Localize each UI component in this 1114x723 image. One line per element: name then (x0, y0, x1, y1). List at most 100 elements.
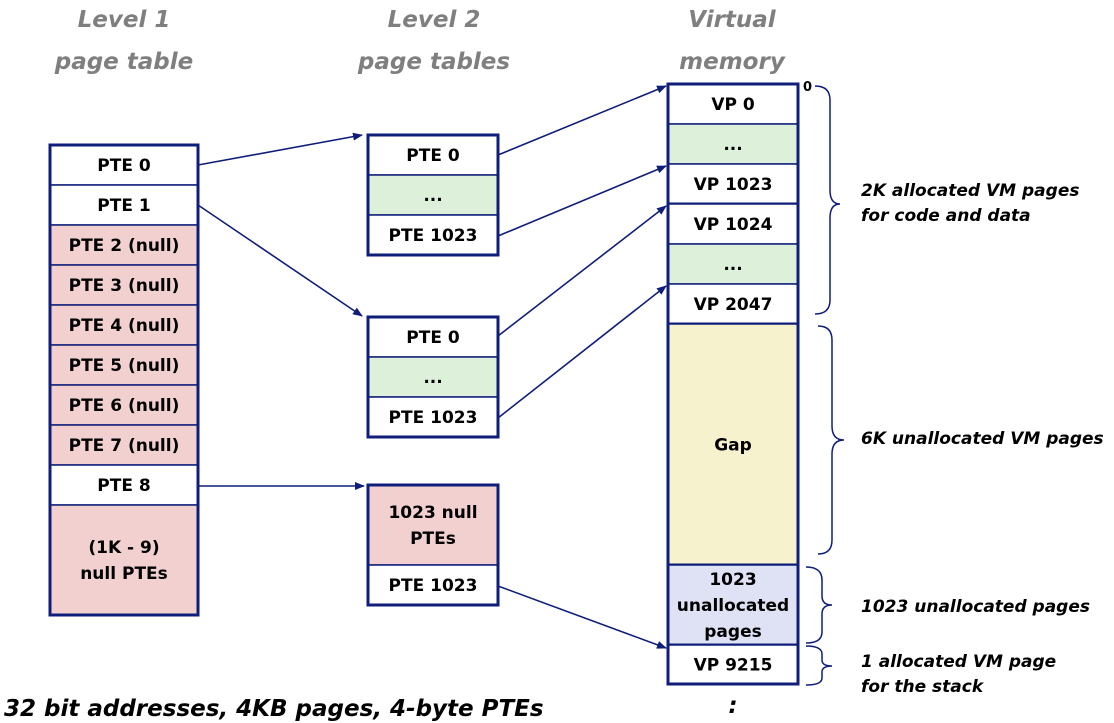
l1-row: PTE 3 (null) (49, 264, 199, 306)
vm-header-line2: memory (679, 49, 786, 75)
footer-caption: 32 bit addresses, 4KB pages, 4-byte PTEs (4, 696, 544, 722)
vm-cell-bg (667, 123, 799, 165)
arrow-l2a-pte0-to-vp0 (497, 85, 667, 156)
annotation-code-data-line1: 2K allocated VM pages (861, 181, 1079, 201)
l1-cell-bg (49, 144, 199, 186)
l2c-cell-bg (367, 484, 499, 566)
annotation-stack-line2: for the stack (861, 677, 985, 697)
level1-page-table: PTE 0 PTE 1 PTE 2 (null) PTE 3 (null) PTE 4 … (48, 143, 200, 617)
vm-cell-label: VP 1023 (694, 175, 773, 195)
vm-row: VP 1023 (667, 163, 799, 205)
vm-cell-label: ... (723, 135, 742, 155)
l1-cell-label: PTE 4 (null) (69, 316, 180, 336)
vm-continuation-icon: : (728, 693, 737, 719)
l2c-frame (366, 483, 500, 607)
vm-row: ... (667, 123, 799, 165)
arrow-l2b-pte1023-to-vp2047 (497, 285, 667, 419)
vm-cell-label: VP 0 (711, 95, 755, 115)
vm-row: VP 0 (667, 83, 799, 125)
l2c-cell-label: PTE 1023 (389, 576, 478, 596)
l1-cell-bg (49, 184, 199, 226)
l1-cell-label: null PTEs (80, 564, 168, 584)
level1-header-line2: page table (54, 49, 194, 75)
vm-cell-label: VP 9215 (694, 656, 773, 676)
annotation-code-data: 2K allocated VM pages for code and data (861, 181, 1079, 226)
level2-page-table-0: PTE 0... PTE 1023 (366, 133, 500, 257)
l1-row: PTE 6 (null) (49, 384, 199, 426)
l2a-cell-bg (367, 174, 499, 216)
brace-gap (817, 325, 845, 555)
l2b-cell-bg (367, 396, 499, 438)
vm-row: 1023 unallocated pages (667, 564, 799, 646)
l1-row: PTE 7 (null) (49, 424, 199, 466)
l2b-row: PTE 1023 (367, 396, 499, 438)
annotation-code-data-line2: for code and data (861, 206, 1031, 226)
l2b-frame (366, 315, 500, 439)
l2a-row: PTE 1023 (367, 214, 499, 256)
l1-cell-label: (1K - 9) (88, 538, 159, 558)
vm-cell-label: VP 2047 (694, 295, 773, 315)
braces (805, 85, 845, 686)
l1-cell-label: PTE 8 (97, 476, 150, 496)
l1-row: (1K - 9) null PTEs (49, 504, 199, 616)
vm-row: VP 1024 (667, 203, 799, 245)
l1-row: PTE 2 (null) (49, 224, 199, 266)
l2a-cell-label: ... (423, 186, 442, 206)
annotation-unallocated: 1023 unallocated pages (861, 597, 1090, 617)
vm-cell-bg (667, 83, 799, 125)
level2-header-line2: page tables (357, 49, 510, 75)
l2a-cell-label: PTE 0 (406, 146, 460, 166)
l1-cell-label: PTE 3 (null) (69, 276, 180, 296)
level1-header-line1: Level 1 (78, 7, 171, 33)
vm-frame (666, 82, 800, 686)
vm-header: Virtual memory (679, 7, 786, 75)
l2b-row: ... (367, 356, 499, 398)
vm-row: Gap (667, 323, 799, 566)
vm-cell-bg (667, 323, 799, 566)
arrow-l2c-pte1023-to-vp9215 (497, 585, 667, 649)
l2a-row: PTE 0 (367, 134, 499, 176)
vm-header-line1: Virtual (688, 7, 777, 33)
l1-cell-label: PTE 1 (97, 196, 150, 216)
l1-row: PTE 0 (49, 144, 199, 186)
vm-cell-label: pages (704, 622, 761, 642)
l1-row: PTE 1 (49, 184, 199, 226)
l1-row: PTE 8 (49, 464, 199, 506)
l2b-cell-label: PTE 1023 (389, 408, 478, 428)
arrow-l2a-pte1023-to-vp1023 (497, 165, 667, 237)
level2-page-table-1: PTE 0... PTE 1023 (366, 315, 500, 439)
l1-cell-bg (49, 504, 199, 616)
l2b-row: PTE 0 (367, 316, 499, 358)
l1-frame (48, 143, 200, 617)
arrow-l2b-pte0-to-vp1024 (497, 205, 667, 337)
vm-row: ... (667, 243, 799, 285)
l1-row: PTE 4 (null) (49, 304, 199, 346)
l2b-cell-label: PTE 0 (406, 328, 460, 348)
annotation-stack: 1 allocated VM page for the stack (861, 652, 1056, 697)
arrow-l1-pte1-to-l2b (197, 204, 363, 317)
l1-cell-label: PTE 0 (97, 156, 151, 176)
brace-unallocated-pages (805, 566, 833, 644)
l2c-row: PTE 1023 (367, 564, 499, 606)
l2c-cell-label: 1023 null (388, 503, 477, 523)
vm-cell-bg (667, 564, 799, 646)
l2b-cell-label: ... (423, 368, 442, 388)
vm-cell-label: Gap (714, 436, 752, 456)
vm-row: VP 2047 (667, 283, 799, 325)
arrow-l1-pte0-to-l2a (197, 132, 363, 166)
l2b-cell-bg (367, 356, 499, 398)
level1-header: Level 1 page table (54, 7, 194, 75)
vm-cell-label: unallocated (677, 596, 789, 616)
l2a-cell-label: PTE 1023 (389, 226, 478, 246)
vm-cell-label: ... (723, 255, 742, 275)
vm-row: VP 9215 (667, 644, 799, 685)
annotation-gap: 6K unallocated VM pages (861, 429, 1104, 449)
l2a-frame (366, 133, 500, 257)
l1-row: PTE 5 (null) (49, 344, 199, 386)
l2a-row: ... (367, 174, 499, 216)
vm-cell-label: 1023 (709, 570, 756, 590)
l1-cell-label: PTE 2 (null) (69, 236, 180, 256)
